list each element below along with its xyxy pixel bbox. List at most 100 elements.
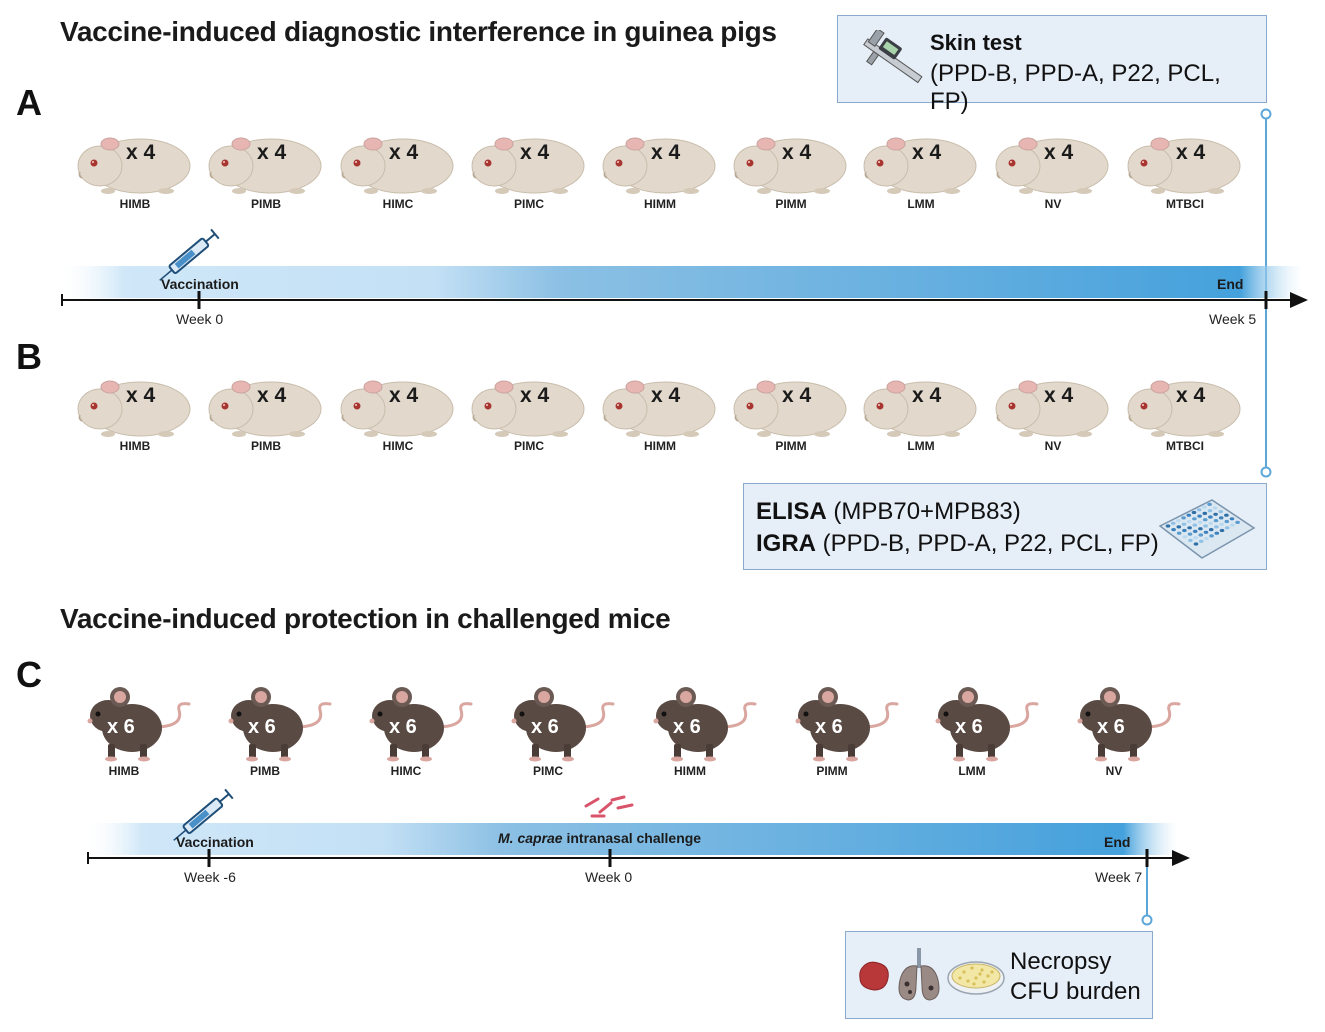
title-guinea-pigs: Vaccine-induced diagnostic interference … (60, 16, 777, 47)
gp-week-end: Week 5 (1209, 311, 1257, 327)
mouse-count: x 6 (248, 716, 276, 738)
serology-box: ELISA (MPB70+MPB83) IGRA (PPD-B, PPD-A, … (743, 483, 1267, 570)
guinea-pig-count: x 4 (520, 384, 550, 407)
mice-end-label: End (1104, 834, 1131, 850)
timeline-gp-band (62, 266, 1302, 298)
panel-letter-a: A (16, 82, 42, 123)
panel-letter-b: B (16, 336, 42, 377)
mouse-group-label: NV (1105, 764, 1123, 778)
guinea-pig-group-label: HIMC (382, 439, 414, 453)
mouse-icon (1076, 685, 1181, 762)
mouse-icon (652, 685, 757, 762)
elisa-line: ELISA (MPB70+MPB83) (756, 498, 1021, 526)
mouse-icon (934, 685, 1039, 762)
mouse-icon (794, 685, 899, 762)
syringe-icon (159, 228, 220, 281)
mice-week-start: Week -6 (184, 869, 236, 885)
necropsy-line2: CFU burden (1010, 978, 1141, 1005)
guinea-pig-count: x 4 (1176, 384, 1206, 407)
guinea-pig-count: x 4 (782, 141, 812, 164)
guinea-pig-group-label: LMM (907, 197, 935, 211)
mouse-icon (510, 685, 615, 762)
guinea-pig-count: x 4 (257, 141, 287, 164)
guinea-pig-group-label: MTBCI (1166, 197, 1204, 211)
guinea-pig-group-label: PIMC (514, 197, 544, 211)
elisa-label: ELISA (756, 498, 827, 525)
mouse-icon (86, 685, 191, 762)
mouse-icon (368, 685, 473, 762)
pathogen-name: M. caprae (498, 830, 563, 846)
skin-test-antigens: (PPD-B, PPD-A, P22, PCL, FP) (930, 60, 1221, 115)
microplate-icon (1158, 499, 1256, 559)
connector-mice (1141, 858, 1153, 926)
guinea-pig-group-label: HIMB (119, 439, 151, 453)
mouse-group-label: HIMM (674, 764, 706, 778)
guinea-pig-group-label: HIMM (644, 197, 676, 211)
gp-vaccination-label: Vaccination (161, 276, 239, 292)
mouse-group-label: PIMM (816, 764, 848, 778)
necropsy-box: Necropsy CFU burden (845, 931, 1153, 1019)
guinea-pig-count: x 4 (389, 384, 419, 407)
guinea-pig-count: x 4 (912, 141, 942, 164)
mouse-group-label: HIMC (390, 764, 422, 778)
guinea-pig-group-label: LMM (907, 439, 935, 453)
mouse-group-label: PIMB (250, 764, 280, 778)
guinea-pig-group-label: PIMM (775, 439, 807, 453)
guinea-pig-group-label: NV (1044, 197, 1062, 211)
mice-challenge-label: M. caprae intranasal challenge (498, 830, 701, 846)
mice-week-end: Week 7 (1095, 869, 1143, 885)
timeline-mice-band (88, 823, 1178, 855)
guinea-pig-count: x 4 (1176, 141, 1206, 164)
skin-test-box: Skin test (PPD-B, PPD-A, P22, PCL, FP) (837, 15, 1267, 115)
guinea-pig-group-label: PIMC (514, 439, 544, 453)
mouse-icon (227, 685, 332, 762)
guinea-pig-group-label: HIMB (119, 197, 151, 211)
mouse-group-label: PIMC (533, 764, 563, 778)
guinea-pig-count: x 4 (651, 141, 681, 164)
guinea-pig-count: x 4 (912, 384, 942, 407)
guinea-pig-group-label: PIMB (251, 197, 281, 211)
petri-dish-icon (947, 961, 1005, 995)
guinea-pig-count: x 4 (1044, 141, 1074, 164)
necropsy-line1: Necropsy (1010, 948, 1112, 975)
elisa-antigens: (MPB70+MPB83) (826, 498, 1021, 525)
gp-week-start: Week 0 (176, 311, 224, 327)
igra-label: IGRA (756, 530, 816, 557)
igra-antigens: (PPD-B, PPD-A, P22, PCL, FP) (816, 530, 1159, 557)
guinea-pig-group-label: PIMB (251, 439, 281, 453)
skin-test-title: Skin test (930, 30, 1022, 55)
mouse-count: x 6 (815, 716, 843, 738)
syringe-icon (173, 788, 234, 841)
mouse-count: x 6 (673, 716, 701, 738)
guinea-pig-group-label: PIMM (775, 197, 807, 211)
guinea-pig-count: x 4 (782, 384, 812, 407)
panel-letter-c: C (16, 654, 42, 695)
guinea-pig-group-label: HIMC (382, 197, 414, 211)
guinea-pig-group-label: NV (1044, 439, 1062, 453)
gp-end-label: End (1217, 276, 1244, 292)
bacteria-icon (584, 795, 634, 818)
mouse-group-label: LMM (958, 764, 986, 778)
mouse-group-label: HIMB (108, 764, 140, 778)
guinea-pig-count: x 4 (257, 384, 287, 407)
lungs-icon (898, 948, 940, 1001)
mouse-count: x 6 (955, 716, 983, 738)
caliper-icon (863, 30, 923, 84)
mouse-count: x 6 (389, 716, 417, 738)
guinea-pig-group-label: HIMM (644, 439, 676, 453)
mice-week-mid: Week 0 (585, 869, 633, 885)
guinea-pig-count: x 4 (651, 384, 681, 407)
title-mice: Vaccine-induced protection in challenged… (60, 603, 671, 634)
guinea-pig-count: x 4 (1044, 384, 1074, 407)
guinea-pig-group-label: MTBCI (1166, 439, 1204, 453)
igra-line: IGRA (PPD-B, PPD-A, P22, PCL, FP) (756, 530, 1159, 558)
guinea-pig-count: x 4 (126, 384, 156, 407)
challenge-text: intranasal challenge (562, 830, 702, 846)
mouse-count: x 6 (531, 716, 559, 738)
tissue-icon (859, 961, 889, 991)
guinea-pig-count: x 4 (126, 141, 156, 164)
guinea-pig-count: x 4 (520, 141, 550, 164)
mice-vaccination-label: Vaccination (176, 834, 254, 850)
mouse-count: x 6 (1097, 716, 1125, 738)
